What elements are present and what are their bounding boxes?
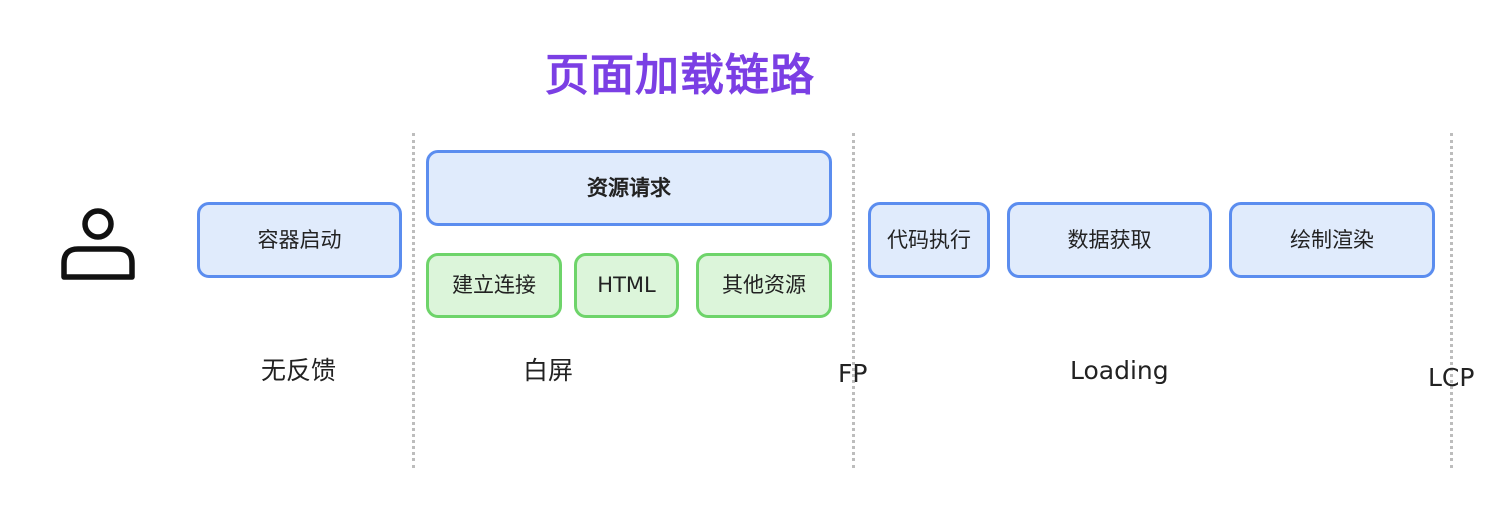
phase-loading: Loading bbox=[1070, 356, 1169, 385]
step-code-exec: 代码执行 bbox=[868, 202, 990, 278]
step-render: 绘制渲染 bbox=[1229, 202, 1435, 278]
step-container-start: 容器启动 bbox=[197, 202, 402, 278]
phase-no-feedback: 无反馈 bbox=[261, 356, 337, 385]
diagram-title: 页面加载链路 bbox=[545, 50, 815, 101]
phase-lcp: LCP bbox=[1428, 363, 1475, 392]
divider-fp bbox=[852, 133, 855, 468]
divider-lcp bbox=[1450, 133, 1453, 468]
step-other-resources: 其他资源 bbox=[696, 253, 832, 318]
step-html: HTML bbox=[574, 253, 679, 318]
phase-white-screen: 白屏 bbox=[523, 356, 574, 385]
step-data-fetch: 数据获取 bbox=[1007, 202, 1212, 278]
divider-start bbox=[412, 133, 415, 468]
user-icon bbox=[61, 208, 135, 280]
step-connect: 建立连接 bbox=[426, 253, 562, 318]
phase-fp: FP bbox=[838, 359, 868, 388]
step-resource-request: 资源请求 bbox=[426, 150, 832, 226]
